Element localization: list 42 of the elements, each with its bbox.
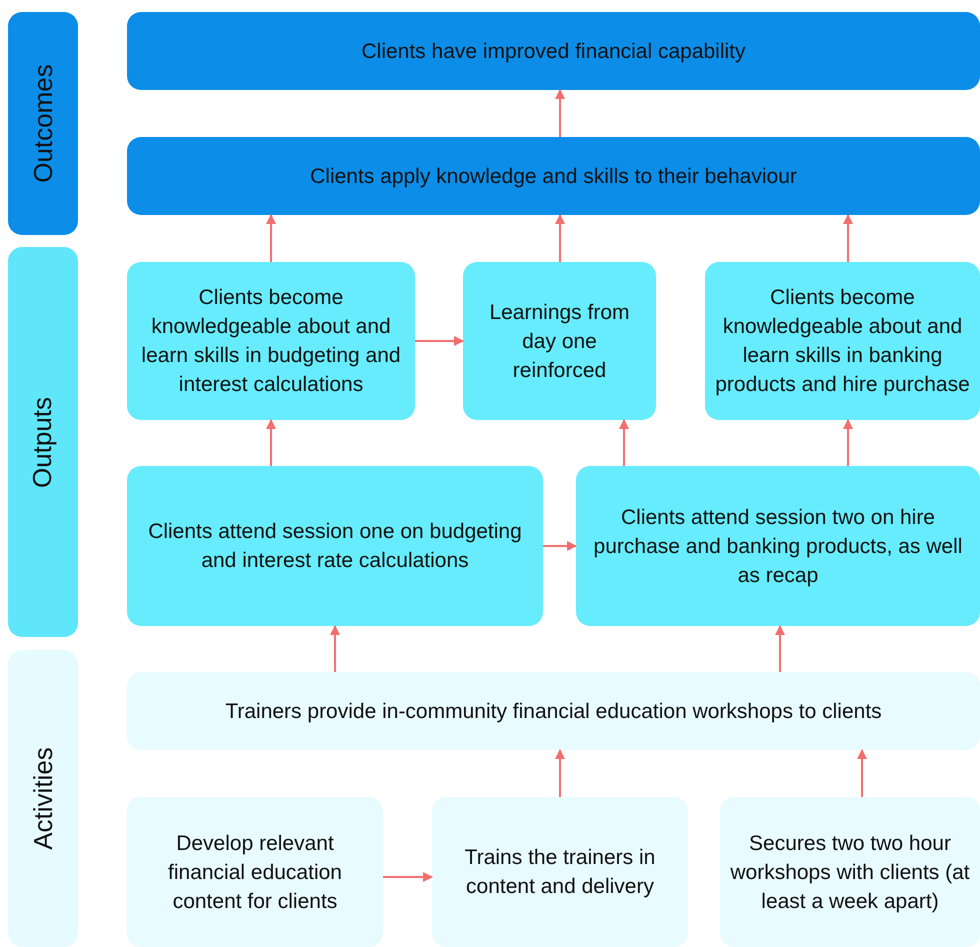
arrow [555, 214, 565, 262]
arrow [555, 89, 565, 137]
arrow [330, 625, 340, 672]
process-box [127, 137, 980, 215]
process-box [432, 797, 688, 947]
arrow [266, 214, 276, 262]
box-text: Develop relevant financial education content for clients [167, 830, 343, 914]
arrow [775, 625, 785, 672]
box-text: Trains the trainers in content and delivery [464, 845, 656, 900]
arrow [857, 749, 867, 797]
process-box [127, 466, 543, 626]
arrow [843, 214, 853, 262]
arrow [383, 872, 433, 882]
process-box [576, 466, 980, 626]
section-band [8, 650, 78, 947]
process-box [705, 262, 980, 420]
arrow [543, 541, 577, 551]
arrow [555, 749, 565, 797]
box-text: Clients become knowledgeable about and learn skills in budgeting and interest calculations [140, 285, 402, 398]
arrow [266, 419, 276, 466]
box-text: Secures two two hour workshops with clients (at least a week apart) [730, 830, 970, 914]
box-text: Clients attend session two on hire purchase and banking products, as well as recap [592, 504, 964, 588]
box-text: Clients become knowledgeable about and learn skills in banking products and hire purchase [715, 285, 970, 398]
section-band [8, 12, 78, 235]
process-box [127, 12, 980, 90]
section-label: Outputs [26, 396, 58, 488]
box-text: Clients have improved financial capability [361, 38, 746, 64]
arrow [415, 336, 464, 346]
arrow [843, 419, 853, 466]
process-box [463, 262, 656, 420]
section-band [8, 247, 78, 637]
arrow [619, 419, 629, 466]
box-text: Clients attend session one on budgeting and interest rate calculations [147, 519, 523, 574]
box-text: Trainers provide in-community financial education workshops to clients [225, 698, 882, 724]
box-text: Clients apply knowledge and skills to their behaviour [310, 164, 797, 190]
section-label: Outcomes [26, 64, 58, 183]
process-box [127, 262, 415, 420]
process-box [720, 797, 980, 947]
section-label: Activities [26, 747, 58, 850]
process-box [127, 672, 980, 750]
process-box [127, 797, 383, 947]
box-text: Learnings from day one reinforced [488, 300, 631, 384]
